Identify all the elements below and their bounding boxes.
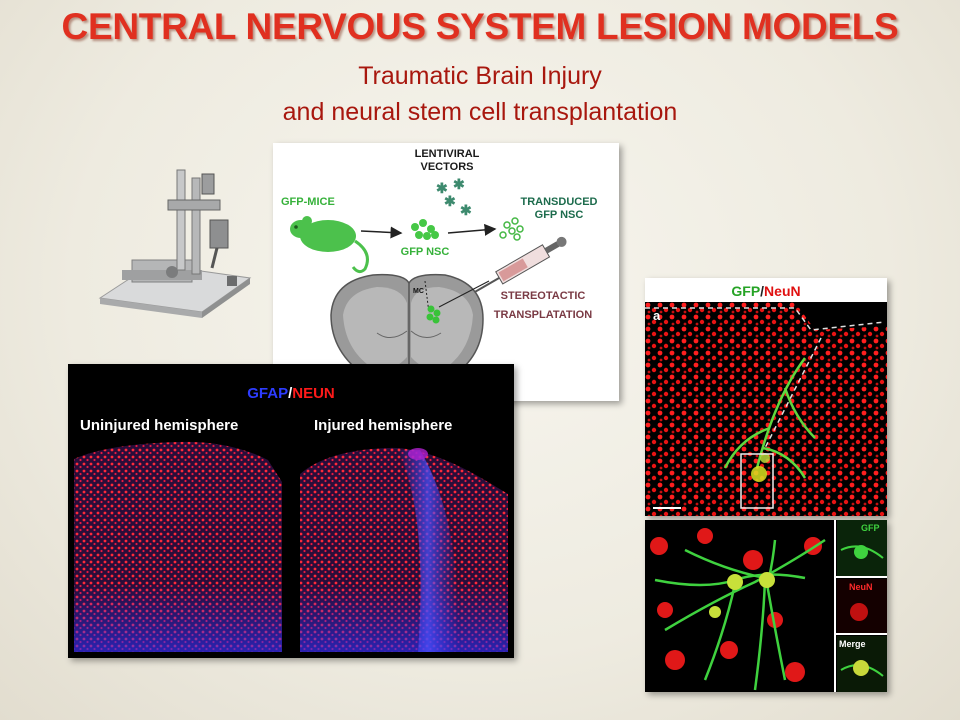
- gfp-stain-label: GFP: [731, 283, 760, 299]
- inset-gfp-label: GFP: [861, 523, 880, 533]
- gfp-detail-micrograph: GFP NeuN Merge: [645, 520, 887, 692]
- hemisphere-micrograph: GFAP/NEUN Uninjured hemisphere Injured h…: [68, 364, 514, 658]
- stereotactic-frame-image: [92, 160, 252, 330]
- gfap-stain-label: GFAP: [247, 385, 288, 402]
- detail-gfp-neurons: [654, 538, 826, 691]
- stereotactic-label: STEREOTACTIC: [501, 290, 586, 302]
- detail-red-nuclei: [650, 528, 822, 682]
- neun-stain-label-2: NeuN: [764, 283, 801, 299]
- panel-letter: a: [653, 308, 661, 323]
- injured-label: Injured hemisphere: [314, 417, 452, 434]
- svg-text:GFP/NeuN: GFP/NeuN: [731, 283, 800, 299]
- svg-text:GFAP/NEUN: GFAP/NEUN: [247, 385, 335, 402]
- slide-subtitle-line1: Traumatic Brain Injury: [358, 62, 602, 90]
- inset-box: [740, 453, 774, 509]
- uninjured-label: Uninjured hemisphere: [80, 417, 238, 434]
- gfp-graft-fibers: [723, 357, 816, 479]
- transduced-label: TRANSDUCED: [521, 196, 598, 208]
- svg-text:✱: ✱: [444, 193, 456, 209]
- mc-label: MC: [413, 288, 424, 295]
- gfp-nsc-label: GFP NSC: [401, 246, 450, 258]
- lentiviral-label: LENTIVIRAL: [415, 148, 480, 160]
- svg-text:✱: ✱: [453, 176, 465, 192]
- syringe-icon: [472, 236, 567, 294]
- gfp-mice-label: GFP-MICE: [281, 196, 335, 208]
- virus-particles: ✱ ✱ ✱ ✱: [436, 176, 472, 218]
- brain-section: [330, 273, 484, 391]
- transplantation-diagram: LENTIVIRAL VECTORS ✱ ✱ ✱ ✱ GFP-MICE GFP …: [273, 143, 619, 401]
- svg-text:✱: ✱: [436, 180, 448, 196]
- lesion-gfap-streak: [398, 450, 459, 652]
- stereotactic-frame-drawing: [98, 169, 252, 318]
- transduced-cells: [499, 217, 524, 241]
- neun-stain-label: NEUN: [292, 385, 335, 402]
- gfp-nsc-cluster: [411, 219, 439, 240]
- mouse-icon: [290, 216, 369, 274]
- slide-title: CENTRAL NERVOUS SYSTEM LESION MODELS: [61, 6, 899, 47]
- inset-neun-label: NeuN: [849, 582, 873, 592]
- vectors-label: VECTORS: [421, 161, 474, 173]
- injection-site: [426, 305, 441, 324]
- gfp-neun-micrograph: GFP/NeuN a: [645, 278, 887, 516]
- svg-text:✱: ✱: [460, 202, 472, 218]
- transplantation-label: TRANSPLATATION: [494, 309, 592, 321]
- slide-subtitle-line2: and neural stem cell transplantation: [282, 98, 678, 126]
- inset-merge-label: Merge: [839, 639, 866, 649]
- transduced-nsc-label: GFP NSC: [535, 209, 584, 221]
